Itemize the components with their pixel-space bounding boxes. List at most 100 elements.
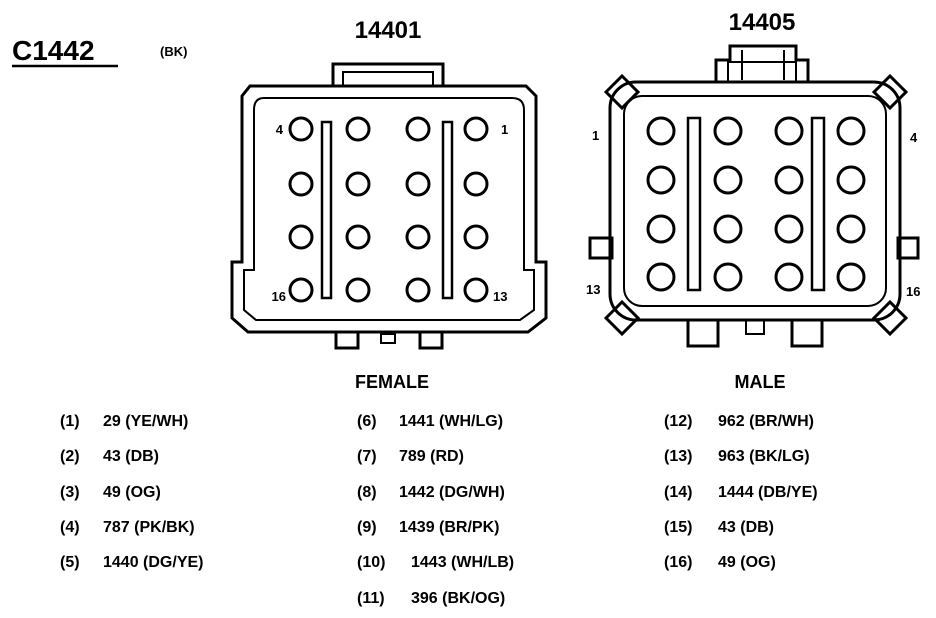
pin-circuit: 29 (YE/WH) bbox=[103, 413, 188, 430]
male-bottom-tab-right bbox=[790, 318, 824, 348]
pin-number: (4) bbox=[60, 519, 80, 536]
pin-circuit: 963 (BK/LG) bbox=[718, 448, 810, 465]
connector-color: (BK) bbox=[160, 44, 187, 59]
female-pin-12 bbox=[288, 224, 314, 250]
pin-circuit: 43 (DB) bbox=[718, 519, 774, 536]
female-separator-left bbox=[320, 120, 333, 300]
male-pin-11 bbox=[774, 214, 804, 244]
female-separator-right bbox=[441, 120, 454, 300]
pin-number: (9) bbox=[357, 519, 377, 536]
male-pin-9 bbox=[646, 214, 676, 244]
pin-number: (7) bbox=[357, 448, 377, 465]
male-pin-6 bbox=[713, 165, 743, 195]
pin-number: (2) bbox=[60, 448, 80, 465]
male-pin-2 bbox=[713, 116, 743, 146]
male-pin-4 bbox=[836, 116, 866, 146]
male-pin-3 bbox=[774, 116, 804, 146]
female-pin-1 bbox=[463, 116, 489, 142]
male-side-tab-right bbox=[896, 236, 920, 260]
female-pin-11 bbox=[345, 224, 371, 250]
female-bottom-tab-right bbox=[418, 330, 444, 350]
pin-circuit: 43 (DB) bbox=[103, 448, 159, 465]
male-pin-label-top-left: 1 bbox=[592, 128, 599, 143]
female-pin-9 bbox=[463, 224, 489, 250]
female-housing-outer bbox=[230, 84, 548, 334]
pin-number: (5) bbox=[60, 554, 80, 571]
pin-circuit: 49 (OG) bbox=[718, 554, 776, 571]
male-connector: 14405 bbox=[586, 9, 920, 392]
female-connector: 14401 bbox=[230, 17, 548, 392]
pin-number: (11) bbox=[357, 590, 385, 607]
pin-number: (3) bbox=[60, 484, 80, 501]
male-pin-1 bbox=[646, 116, 676, 146]
female-pin-13 bbox=[463, 277, 489, 303]
female-pin-label-bottom-left: 16 bbox=[272, 289, 286, 304]
male-pin-label-top-right: 4 bbox=[910, 130, 918, 145]
male-part-number: 14405 bbox=[729, 9, 796, 36]
female-bottom-key bbox=[380, 333, 396, 344]
pin-circuit: 1444 (DB/YE) bbox=[718, 484, 818, 501]
pin-circuit: 1439 (BR/PK) bbox=[399, 519, 499, 536]
female-pin-14 bbox=[405, 277, 431, 303]
pin-circuit: 787 (PK/BK) bbox=[103, 519, 195, 536]
female-pin-2 bbox=[405, 116, 431, 142]
pin-number: (16) bbox=[664, 554, 692, 571]
female-pin-5 bbox=[463, 171, 489, 197]
male-side-tab-left bbox=[588, 236, 614, 260]
male-label: MALE bbox=[735, 372, 786, 392]
pin-circuit: 49 (OG) bbox=[103, 484, 161, 501]
male-corner-br bbox=[871, 299, 909, 337]
female-pin-label-top-left: 4 bbox=[276, 122, 284, 137]
male-corner-bl bbox=[603, 299, 641, 337]
male-bottom-key bbox=[745, 319, 765, 335]
male-pin-12 bbox=[836, 214, 866, 244]
male-housing-inner bbox=[623, 95, 887, 307]
male-pin-15 bbox=[774, 262, 804, 292]
male-separator-right bbox=[810, 116, 826, 292]
male-pin-16 bbox=[836, 262, 866, 292]
female-pin-15 bbox=[345, 277, 371, 303]
female-pin-16 bbox=[288, 277, 314, 303]
male-latch bbox=[714, 44, 810, 82]
pin-number: (14) bbox=[664, 484, 692, 501]
male-bottom-tab-left bbox=[686, 318, 720, 348]
female-pin-7 bbox=[345, 171, 371, 197]
female-pin-label-bottom-right: 13 bbox=[493, 289, 507, 304]
pin-number: (12) bbox=[664, 413, 692, 430]
female-pin-grid bbox=[288, 116, 489, 303]
pin-circuit: 789 (RD) bbox=[399, 448, 464, 465]
female-label: FEMALE bbox=[355, 372, 429, 392]
male-pin-8 bbox=[836, 165, 866, 195]
male-separator-left bbox=[686, 116, 702, 292]
female-pin-8 bbox=[288, 171, 314, 197]
pin-circuit: 1441 (WH/LG) bbox=[399, 413, 503, 430]
male-pin-10 bbox=[713, 214, 743, 244]
male-corner-tr bbox=[871, 73, 909, 111]
pin-circuit: 962 (BR/WH) bbox=[718, 413, 814, 430]
pin-circuit-table: (1) 29 (YE/WH) (2) 43 (DB) (3) 49 (OG) (… bbox=[60, 413, 818, 607]
male-pin-5 bbox=[646, 165, 676, 195]
male-pin-grid bbox=[646, 116, 866, 292]
female-pin-6 bbox=[405, 171, 431, 197]
female-pin-3 bbox=[345, 116, 371, 142]
female-pin-10 bbox=[405, 224, 431, 250]
pin-circuit: 1440 (DG/YE) bbox=[103, 554, 203, 571]
connector-id: C1442 bbox=[12, 35, 95, 66]
pin-number: (6) bbox=[357, 413, 377, 430]
pin-number: (1) bbox=[60, 413, 80, 430]
pin-number: (13) bbox=[664, 448, 692, 465]
pin-number: (8) bbox=[357, 484, 377, 501]
female-bottom-tab-left bbox=[334, 330, 360, 350]
female-part-number: 14401 bbox=[355, 17, 422, 44]
pin-circuit: 1442 (DG/WH) bbox=[399, 484, 505, 501]
male-pin-label-bottom-left: 13 bbox=[586, 282, 600, 297]
female-latch bbox=[331, 62, 445, 86]
male-pin-14 bbox=[713, 262, 743, 292]
male-pin-label-bottom-right: 16 bbox=[906, 284, 920, 299]
pin-number: (15) bbox=[664, 519, 692, 536]
pin-circuit: 396 (BK/OG) bbox=[411, 590, 505, 607]
male-corner-tl bbox=[603, 73, 641, 111]
male-pin-13 bbox=[646, 262, 676, 292]
pin-number: (10) bbox=[357, 554, 385, 571]
